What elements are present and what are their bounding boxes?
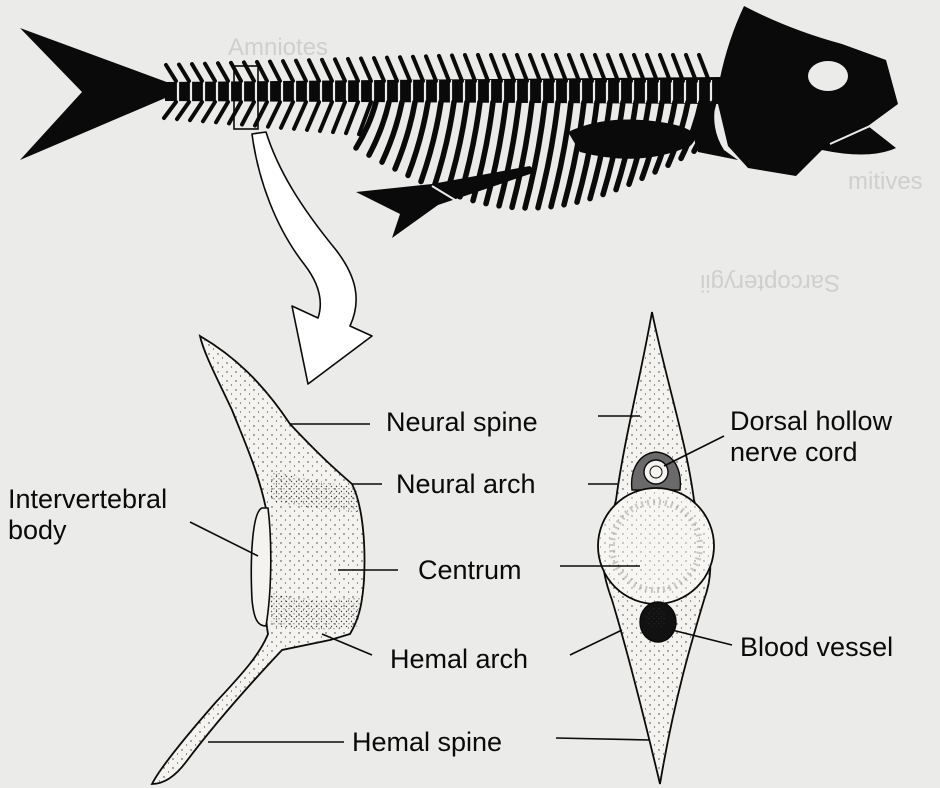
hemal-spine xyxy=(255,102,267,126)
leader-hemal-arch-left xyxy=(322,634,372,655)
neural-spine xyxy=(309,60,319,81)
neural-spine xyxy=(218,63,228,81)
neural-spine xyxy=(322,60,332,81)
neural-spine xyxy=(465,55,475,81)
neural-spine xyxy=(166,65,176,81)
neural-spine xyxy=(348,59,358,81)
label-dorsal-hollow-nerve-cord: Dorsal hollow nerve cord xyxy=(730,406,892,468)
neural-spine xyxy=(270,62,280,81)
neural-spine xyxy=(569,55,579,81)
neural-spine xyxy=(530,55,540,81)
neural-spine xyxy=(634,55,644,81)
label-centrum: Centrum xyxy=(418,555,522,586)
hemal-spine xyxy=(320,102,332,131)
neural-spine xyxy=(192,64,202,81)
neural-spine xyxy=(283,61,293,81)
nerve-cord xyxy=(644,460,668,484)
hemal-spines-row xyxy=(164,102,371,134)
neural-spine xyxy=(426,56,436,81)
hemal-spine xyxy=(190,102,202,120)
label-hemal-arch: Hemal arch xyxy=(390,644,528,675)
neural-spine xyxy=(374,58,384,81)
neural-spine xyxy=(556,55,566,81)
hemal-spine xyxy=(229,102,241,123)
leader-hemal-spine-right xyxy=(556,738,650,740)
hemal-spine xyxy=(216,102,228,122)
neural-spine xyxy=(205,64,215,81)
neural-spine xyxy=(439,56,449,81)
fish-skeleton xyxy=(20,6,898,238)
neural-spine xyxy=(582,55,592,81)
neural-spine xyxy=(543,55,553,81)
hemal-spine xyxy=(346,102,358,133)
anal-fin xyxy=(356,166,536,238)
neural-spine xyxy=(673,55,683,81)
skull xyxy=(718,6,898,176)
neural-spine xyxy=(699,55,709,81)
neural-spine xyxy=(335,59,345,81)
zoom-arrow xyxy=(252,132,372,384)
neural-spine xyxy=(179,65,189,81)
hemal-spine xyxy=(333,102,345,132)
vertebra-lateral-view xyxy=(152,336,365,784)
hemal-spine xyxy=(242,102,254,125)
eye-orbit xyxy=(808,61,848,91)
hemal-spine xyxy=(307,102,319,130)
intervertebral-disc xyxy=(251,508,270,626)
leader-hemal-arch-right xyxy=(570,630,622,655)
label-intervertebral-body: Intervertebral body xyxy=(8,484,167,546)
hemal-spine xyxy=(164,102,176,118)
hemal-spine xyxy=(177,102,189,119)
neural-spine xyxy=(608,55,618,81)
neural-spine xyxy=(361,59,371,82)
label-neural-arch: Neural arch xyxy=(396,469,536,500)
neural-spines-row xyxy=(166,55,709,81)
neural-spine xyxy=(244,62,254,81)
hemal-spine xyxy=(294,102,306,129)
neural-spine xyxy=(387,58,397,81)
label-hemal-spine: Hemal spine xyxy=(352,727,502,758)
neural-spine xyxy=(595,55,605,81)
neural-spine xyxy=(413,57,423,81)
neural-spine xyxy=(621,55,631,81)
vertebra-cross-section xyxy=(598,312,714,784)
hemal-spine xyxy=(281,102,293,128)
label-neural-spine: Neural spine xyxy=(386,407,538,438)
neural-spine xyxy=(296,61,306,81)
neural-spine xyxy=(400,57,410,81)
hemal-spine xyxy=(268,102,280,127)
neural-spine xyxy=(478,55,488,81)
leader-intervertebral xyxy=(190,522,258,556)
neural-spine xyxy=(660,55,670,81)
neural-spine xyxy=(647,55,657,81)
vertebral-column xyxy=(165,77,722,104)
neural-spine xyxy=(504,55,514,81)
label-blood-vessel: Blood vessel xyxy=(740,632,893,663)
hemal-spine xyxy=(203,102,215,121)
neural-spine xyxy=(517,55,527,81)
neural-spine xyxy=(452,55,462,81)
tail-fin xyxy=(20,28,172,160)
neural-spine xyxy=(686,55,696,81)
neural-spine xyxy=(491,55,501,81)
